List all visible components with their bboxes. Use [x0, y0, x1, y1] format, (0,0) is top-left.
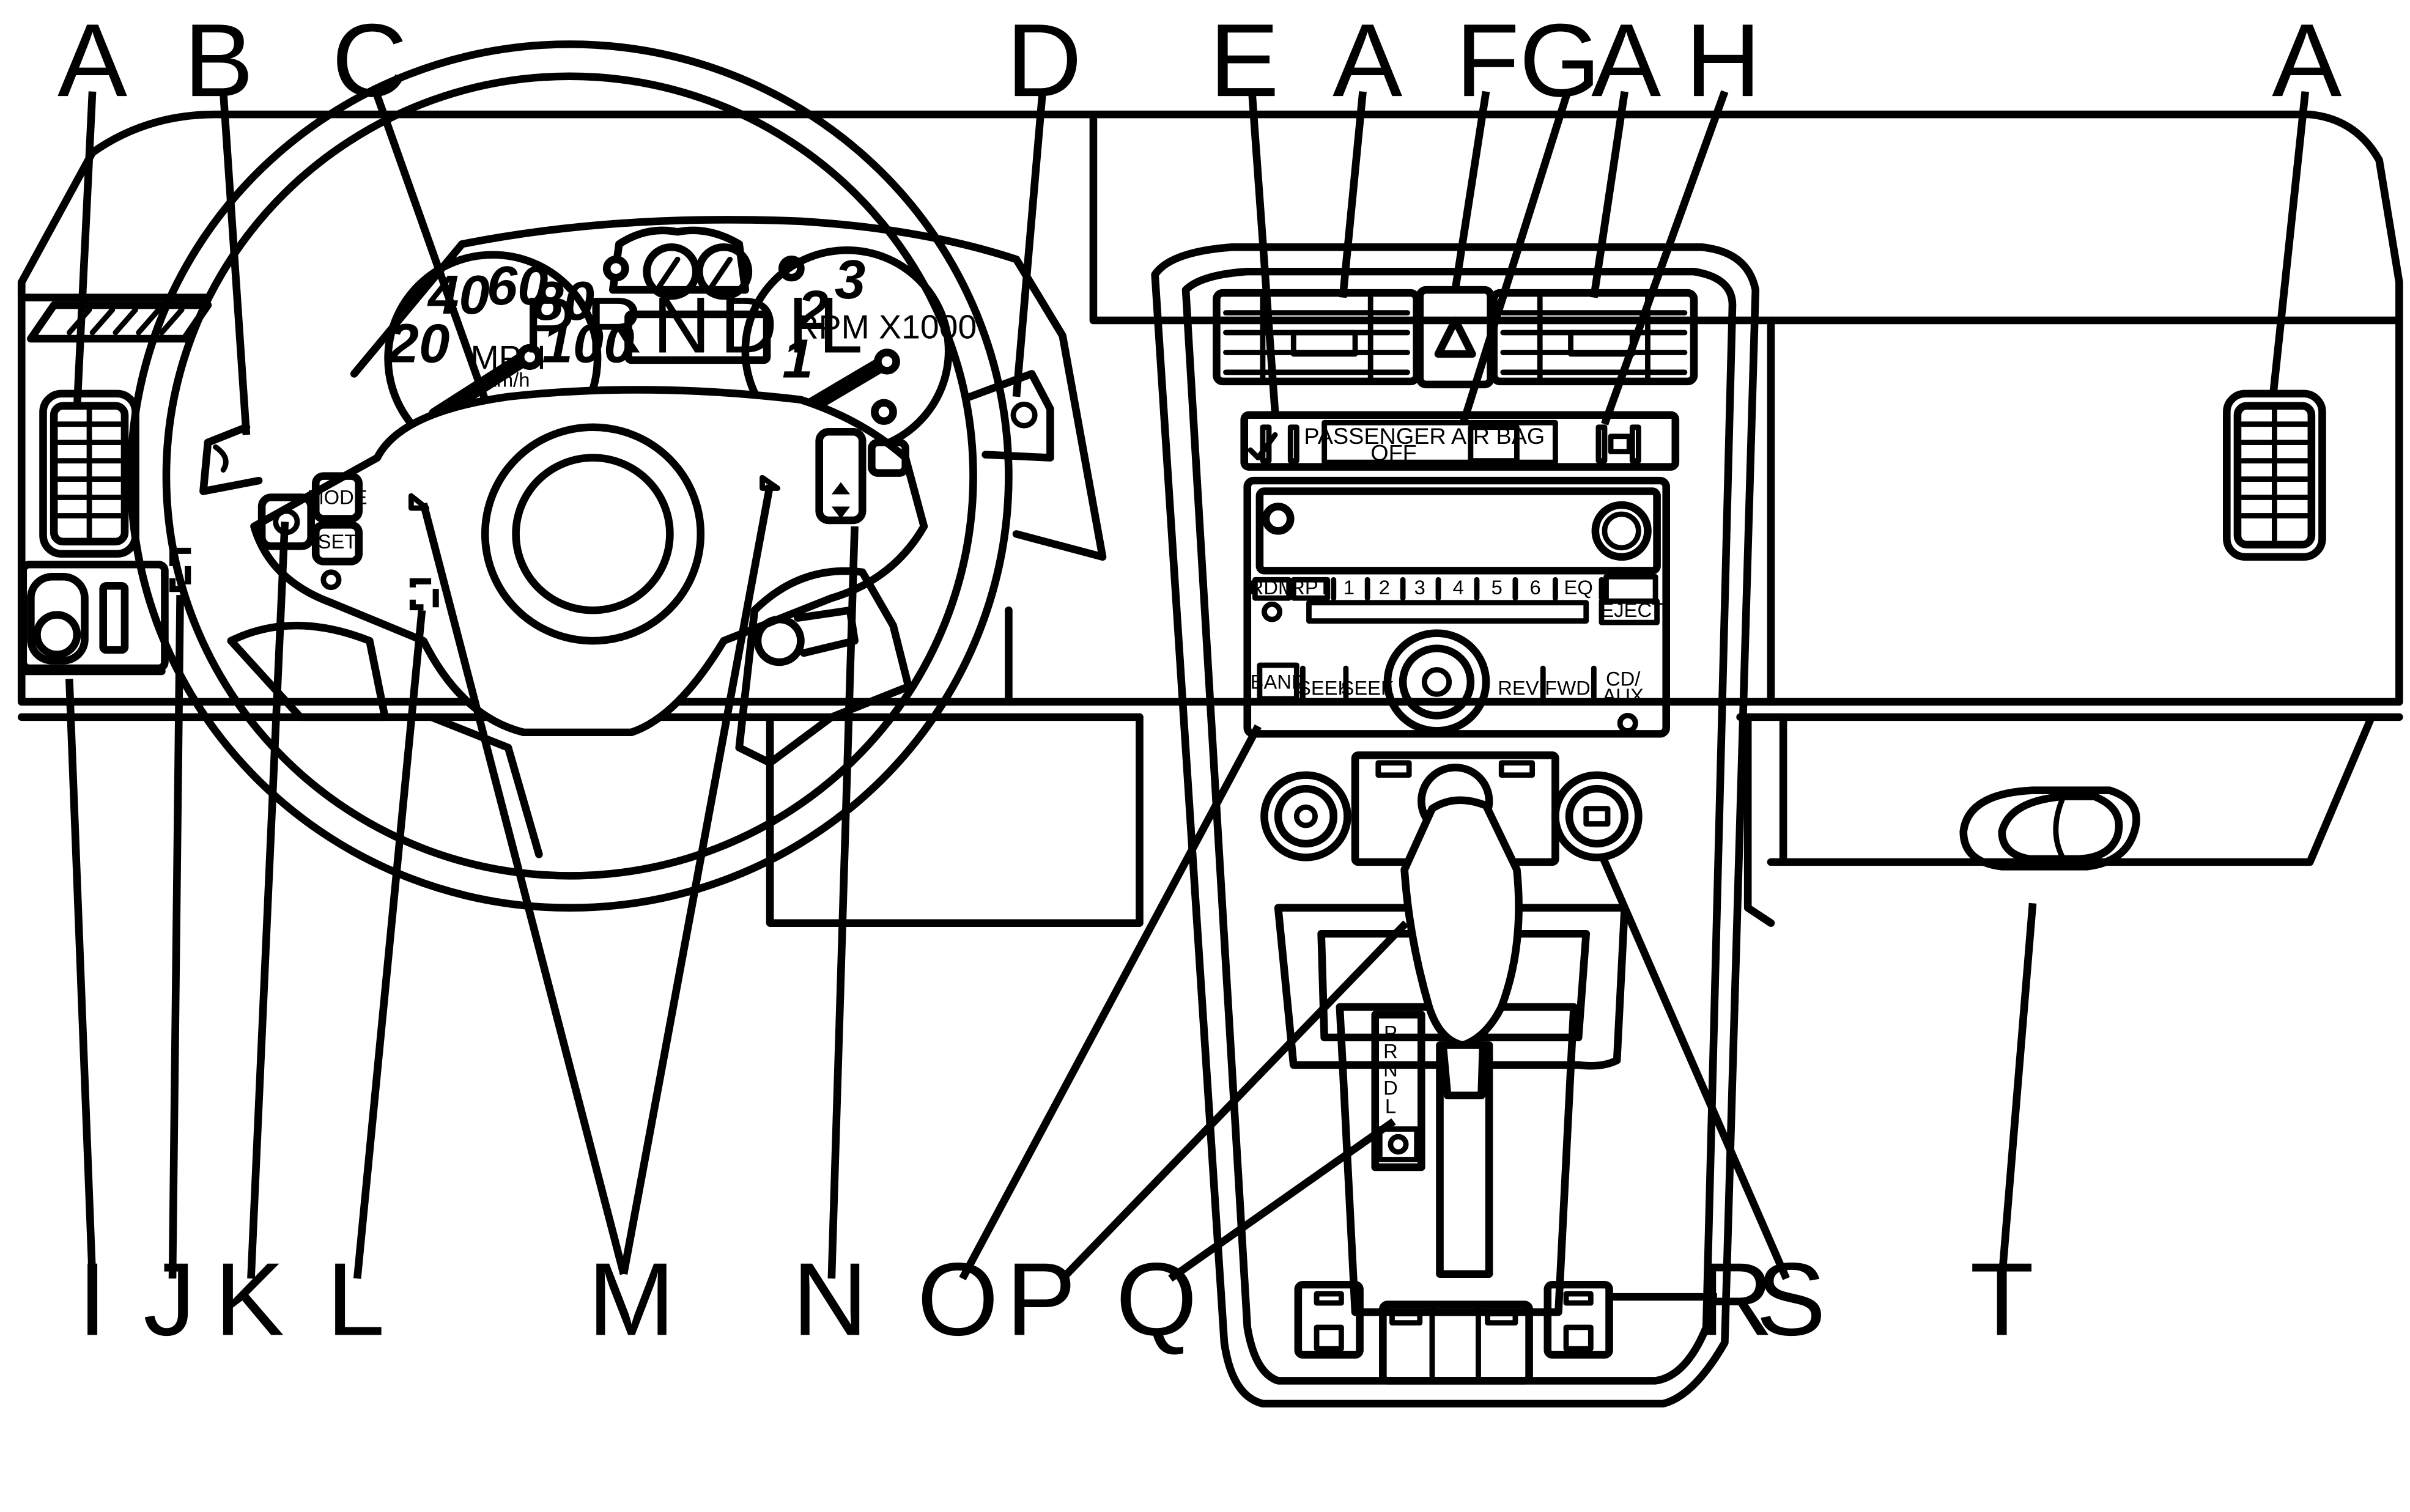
callout-top-H: H — [1685, 3, 1761, 119]
speed-tick-20: 20 — [387, 313, 450, 375]
callout-bot-S: S — [1756, 1242, 1826, 1357]
radio-band-button[interactable]: BAND — [1251, 671, 1306, 693]
headlamp-switch-panel — [19, 561, 169, 673]
shift-gear-N: N — [1383, 1059, 1398, 1081]
glove-box-handle — [1959, 786, 2140, 871]
steering-wheel: MODE SET — [127, 40, 1054, 912]
right-side-vent — [2223, 389, 2326, 561]
radio-eject-button[interactable]: EJECT — [1600, 599, 1664, 621]
steering-mode-label: MODE — [307, 487, 367, 509]
radio-preset-1[interactable]: 1 — [1344, 577, 1355, 599]
callout-top-G: G — [1519, 3, 1600, 119]
radio-fwd-button[interactable]: FWD — [1545, 677, 1591, 699]
radio-cd-aux-line2[interactable]: AUX — [1603, 685, 1644, 707]
horn-hidden — [409, 578, 439, 611]
radio-cd-aux-line1[interactable]: CD/ — [1606, 668, 1641, 690]
rpm-tick-1: 1 — [782, 328, 813, 390]
radio-rpt-button[interactable]: RPT — [1290, 577, 1331, 599]
speed-tick-60: 60 — [487, 255, 549, 317]
callout-top-F: F — [1455, 3, 1520, 119]
radio-eq-button[interactable]: EQ — [1564, 577, 1593, 599]
callout-bot-L: L — [327, 1242, 385, 1357]
rpm-tick-3: 3 — [835, 249, 865, 311]
prndl-indicator: PRNDIL — [523, 281, 872, 369]
shift-gear-R: R — [1383, 1041, 1398, 1063]
radio-seek-back-button[interactable]: SEEK — [1298, 677, 1351, 699]
rpm-tick-2: 2 — [796, 279, 828, 341]
radio-preset-4[interactable]: 4 — [1453, 577, 1464, 599]
speed-tick-80: 80 — [533, 270, 594, 332]
callout-bot-J: J — [143, 1242, 196, 1357]
callout-bot-O: O — [917, 1242, 999, 1357]
steering-set-label: SET — [318, 531, 357, 553]
callout-top-B: B — [183, 3, 253, 119]
radio-preset-5[interactable]: 5 — [1491, 577, 1503, 599]
radio-preset-row: RDM RPT 1 2 3 4 5 6 EQ — [1249, 573, 1658, 604]
radio-preset-6[interactable]: 6 — [1530, 577, 1541, 599]
shift-gear-L: L — [1385, 1095, 1396, 1117]
callout-bot-T: T — [1970, 1242, 2034, 1357]
speed-tick-100: 100 — [542, 313, 634, 375]
gear-shifter: P R N D L — [1294, 796, 1613, 1385]
callout-top-C: C — [332, 3, 408, 119]
shift-gear-P: P — [1384, 1022, 1397, 1044]
radio-rdm-button[interactable]: RDM — [1249, 577, 1295, 599]
callout-letters: A B C D E A F G A H A I J K L M N O P Q … — [57, 3, 2342, 1357]
callout-bot-I: I — [78, 1242, 107, 1357]
callout-bot-K: K — [215, 1242, 284, 1357]
radio-preset-2[interactable]: 2 — [1379, 577, 1390, 599]
radio-preset-3[interactable]: 3 — [1414, 577, 1425, 599]
shift-gear-D: D — [1383, 1077, 1398, 1099]
callout-top-A3: A — [1591, 3, 1661, 119]
callout-bot-R: R — [1698, 1242, 1773, 1357]
callout-bot-M: M — [588, 1242, 675, 1357]
radio-rev-button[interactable]: REV — [1498, 677, 1539, 699]
left-side-vent — [39, 389, 139, 558]
leader-lines — [65, 90, 2310, 1301]
callout-bot-Q: Q — [1116, 1242, 1197, 1357]
callout-top-E: E — [1210, 3, 1279, 119]
callout-top-A1: A — [57, 3, 128, 119]
callout-top-A4: A — [2272, 3, 2342, 119]
callout-top-A2: A — [1333, 3, 1403, 119]
callout-bot-N: N — [792, 1242, 868, 1357]
radio-seek-fwd-button[interactable]: SEEK — [1341, 677, 1395, 699]
callout-bot-P: P — [1006, 1242, 1076, 1357]
airbag-label-line2: OFF — [1370, 440, 1417, 466]
center-stack: PASSENGER AIR BAG OFF RDM RPT 1 2 3 4 5 … — [1151, 243, 1760, 1408]
callout-top-D: D — [1007, 3, 1082, 119]
